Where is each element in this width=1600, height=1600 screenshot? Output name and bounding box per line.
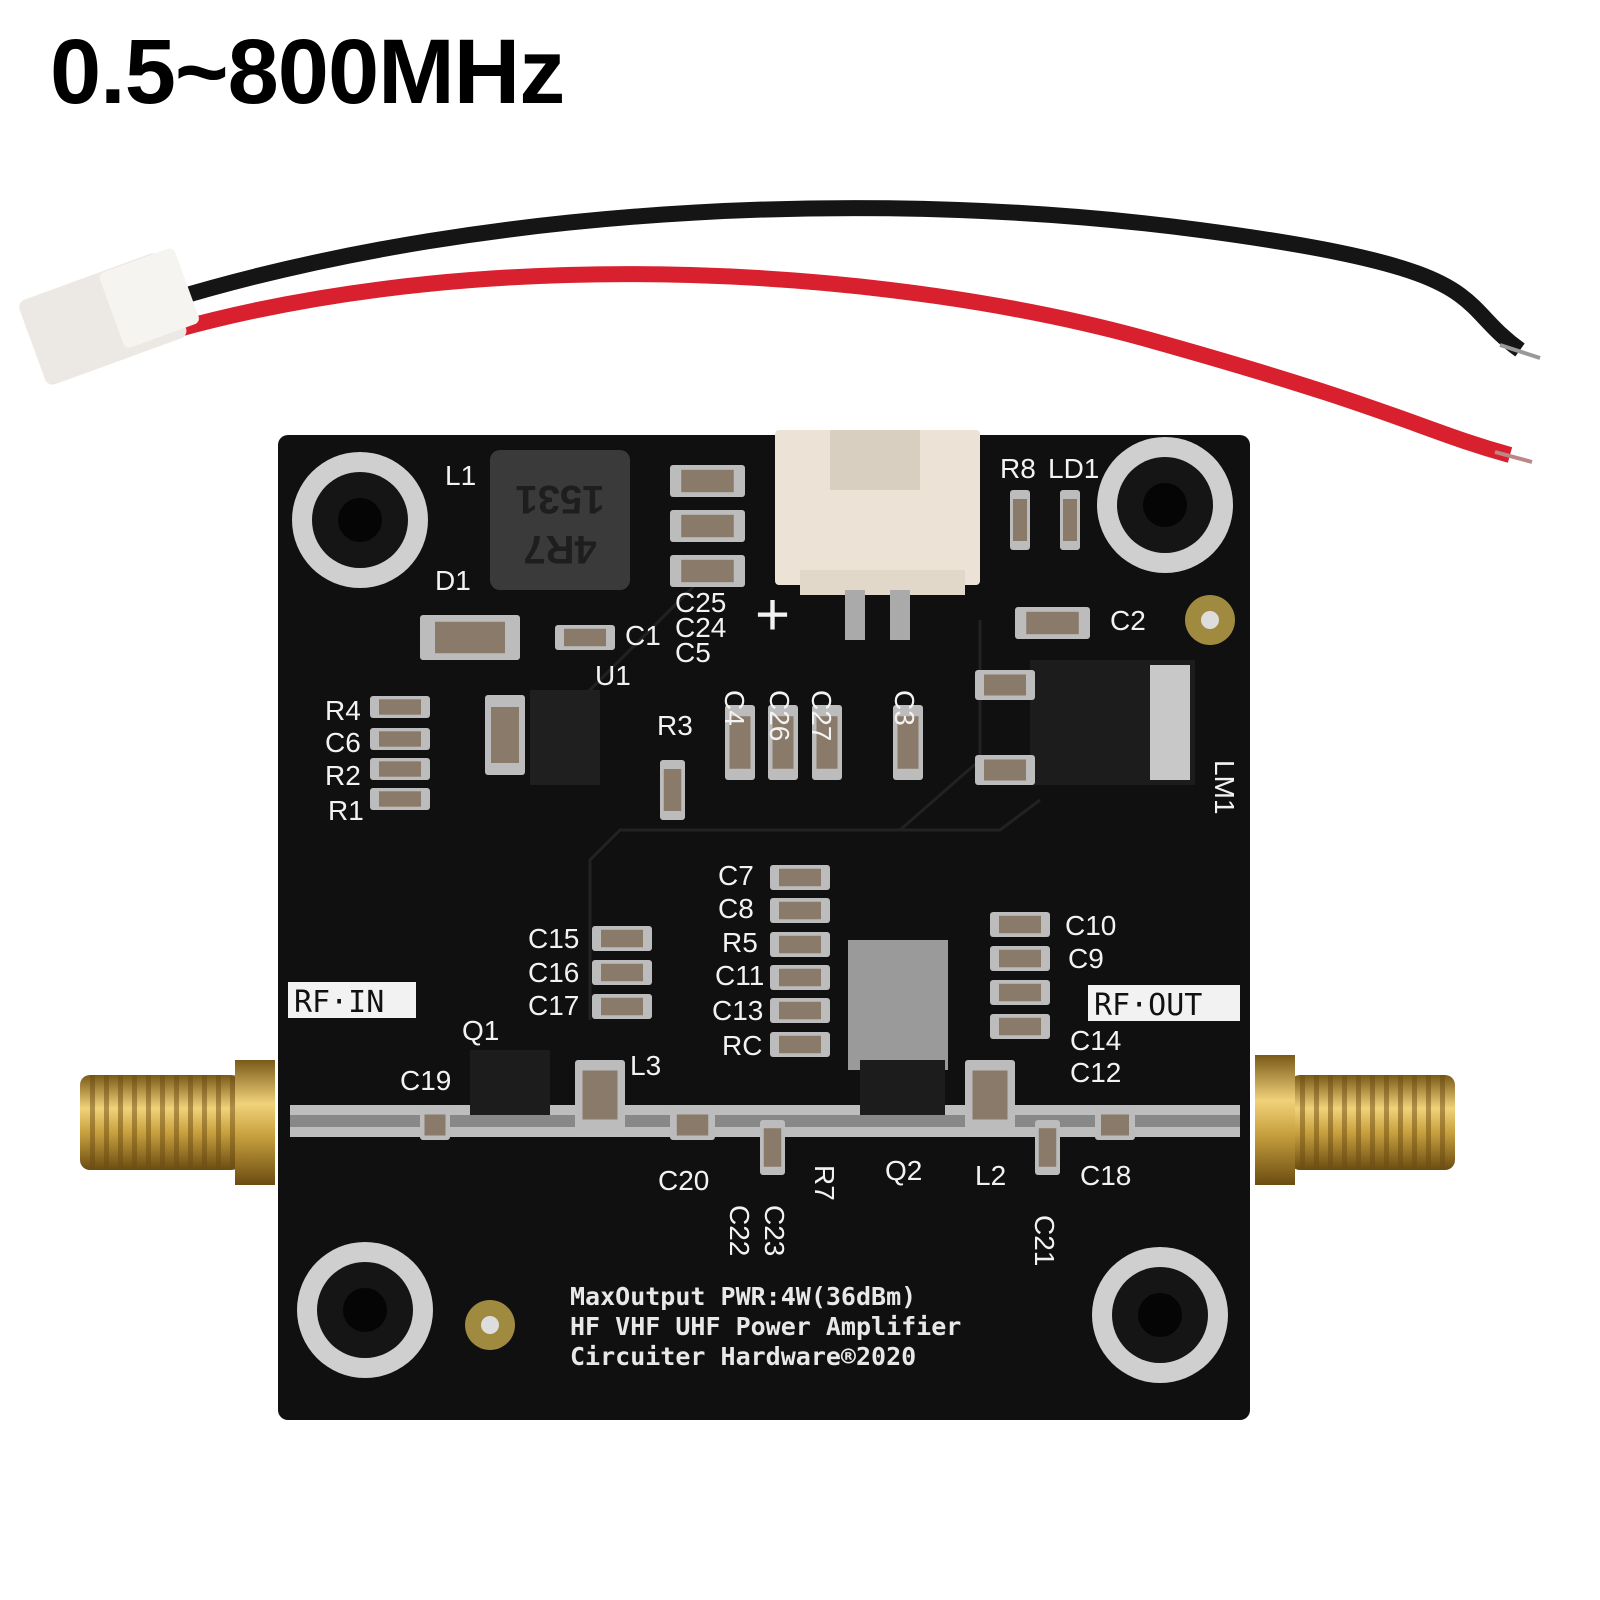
sma-input-connector bbox=[80, 1060, 275, 1185]
component-label: C13 bbox=[712, 995, 763, 1026]
component-label: R1 bbox=[328, 795, 364, 826]
component-label: L1 bbox=[445, 460, 476, 491]
component-label: C14 bbox=[1070, 1025, 1121, 1056]
component-label: C2 bbox=[1110, 605, 1146, 636]
component-label: R4 bbox=[325, 695, 361, 726]
frequency-range-headline: 0.5~800MHz bbox=[50, 21, 565, 123]
component-label: C6 bbox=[325, 727, 361, 758]
component-label: C12 bbox=[1070, 1057, 1121, 1088]
component-label: C16 bbox=[528, 957, 579, 988]
rf-in-label: RF·IN bbox=[294, 985, 384, 1020]
component-label: C19 bbox=[400, 1065, 451, 1096]
component-label: C27 bbox=[806, 690, 837, 741]
component-label: C21 bbox=[1029, 1215, 1060, 1266]
heatsink-pad bbox=[848, 940, 948, 1070]
component-label: R5 bbox=[722, 927, 758, 958]
component-label: C9 bbox=[1068, 943, 1104, 974]
component-label: C23 bbox=[759, 1205, 790, 1256]
component-label: C20 bbox=[658, 1165, 709, 1196]
transistor-q2 bbox=[860, 1060, 945, 1115]
component-label: C26 bbox=[764, 690, 795, 741]
component-label: C4 bbox=[719, 690, 750, 726]
component-label: L3 bbox=[630, 1050, 661, 1081]
component-label: U1 bbox=[595, 660, 631, 691]
black-wire bbox=[167, 200, 1525, 357]
transistor-q1 bbox=[470, 1050, 550, 1115]
svg-text:+: + bbox=[755, 581, 790, 648]
component-label: C17 bbox=[528, 990, 579, 1021]
component-label: R3 bbox=[657, 710, 693, 741]
rf-out-label: RF·OUT bbox=[1094, 988, 1202, 1023]
component-label: C18 bbox=[1080, 1160, 1131, 1191]
component-label: RC bbox=[722, 1030, 762, 1061]
component-label: LM1 bbox=[1209, 760, 1240, 814]
wire-plug-connector bbox=[19, 248, 199, 385]
component-label: D1 bbox=[435, 565, 471, 596]
component-label: Q1 bbox=[462, 1015, 499, 1046]
component-label: C5 bbox=[675, 637, 711, 668]
power-connector bbox=[775, 430, 980, 640]
component-label: R2 bbox=[325, 760, 361, 791]
inductor-l1: 1531 4R7 bbox=[490, 450, 630, 590]
ic-u1 bbox=[530, 690, 600, 785]
component-label: C24 bbox=[675, 612, 726, 643]
component-label: R7 bbox=[809, 1165, 840, 1201]
component-label: LD1 bbox=[1048, 453, 1099, 484]
silkscreen-line: MaxOutput PWR:4W(36dBm) bbox=[570, 1282, 916, 1311]
component-label: C1 bbox=[625, 620, 661, 651]
component-label: C3 bbox=[889, 690, 920, 726]
component-label: C25 bbox=[675, 587, 726, 618]
component-label: L2 bbox=[975, 1160, 1006, 1191]
component-label: C10 bbox=[1065, 910, 1116, 941]
component-label: C11 bbox=[715, 960, 764, 991]
component-label: C22 bbox=[724, 1205, 755, 1256]
inductor-marking: 4R7 bbox=[523, 527, 596, 571]
component-label: C15 bbox=[528, 923, 579, 954]
component-label: C8 bbox=[718, 893, 754, 924]
inductor-marking: 1531 bbox=[516, 477, 605, 521]
red-wire bbox=[172, 266, 1513, 463]
silkscreen-line: Circuiter Hardware®2020 bbox=[570, 1342, 916, 1371]
component-label: R8 bbox=[1000, 453, 1036, 484]
component-label: C7 bbox=[718, 860, 754, 891]
component-label: Q2 bbox=[885, 1155, 922, 1186]
silkscreen-line: HF VHF UHF Power Amplifier bbox=[570, 1312, 961, 1341]
sma-output-connector bbox=[1255, 1055, 1455, 1185]
